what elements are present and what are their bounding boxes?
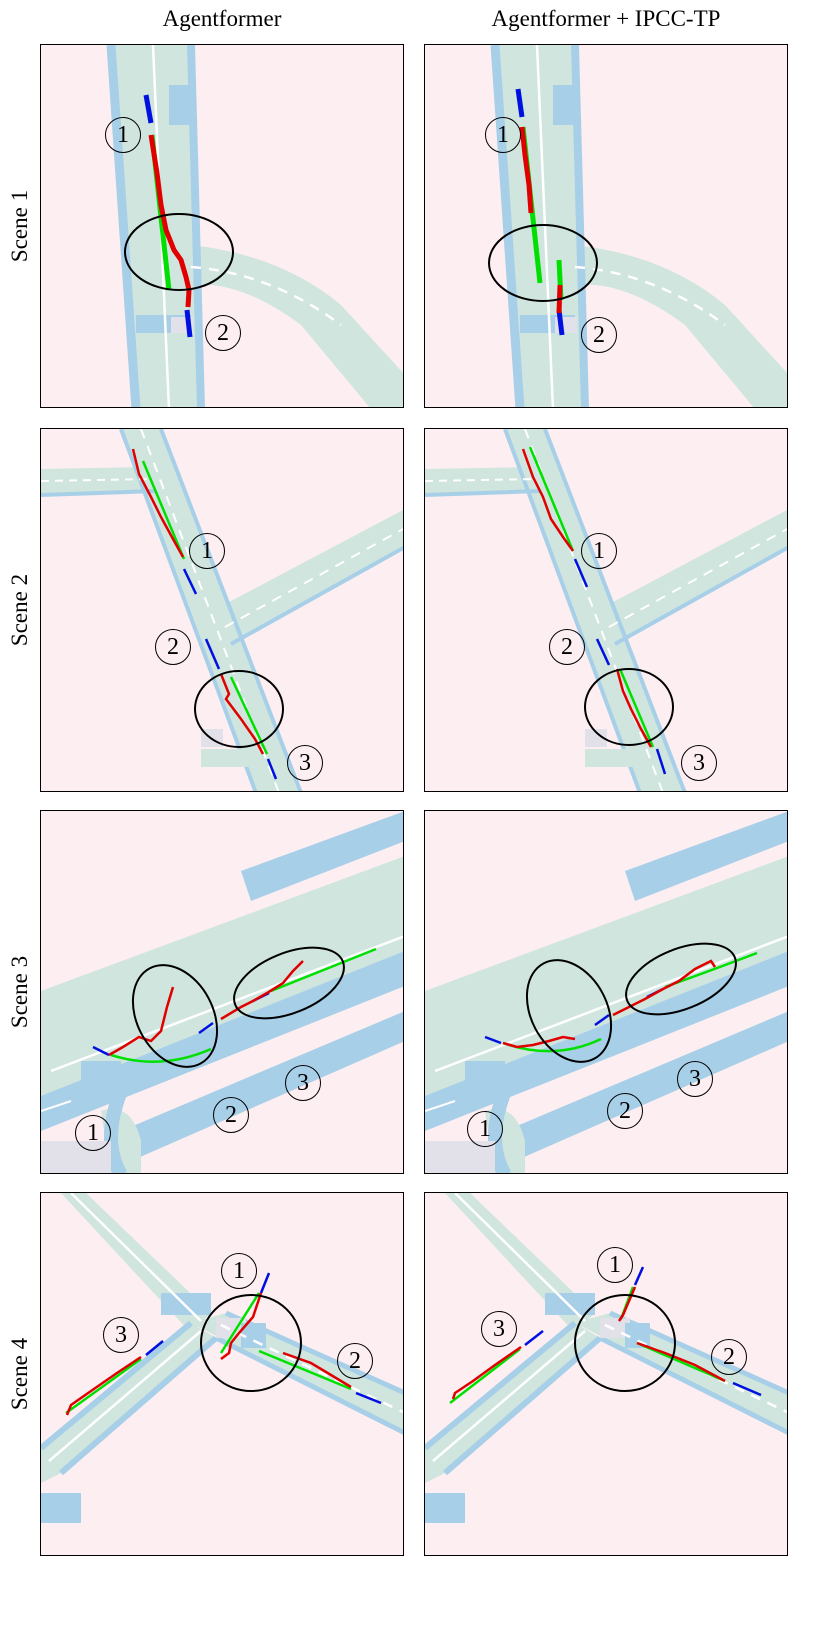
panel-scene-1-agentformer: 1 2 [40, 44, 404, 408]
panel-scene-3-ipcc-tp: 1 2 3 [424, 810, 788, 1174]
scene-2-ipcc-tp-map [425, 429, 787, 791]
road-network [490, 45, 787, 407]
agent-marker-3: 3 [103, 1317, 139, 1353]
agent-marker-2: 2 [549, 629, 585, 665]
trajectory-ground-truth [110, 947, 377, 1063]
trajectory-prediction [502, 959, 717, 1049]
trajectory-ground-truth [65, 1292, 352, 1415]
row-label-scene-4: Scene 4 [7, 1337, 33, 1411]
column-title-agentformer-ipcc-tp: Agentformer + IPCC-TP [491, 6, 721, 31]
agent-marker-3: 3 [681, 745, 717, 781]
highlight-ellipse [574, 1294, 676, 1392]
trajectory-prediction [451, 1286, 726, 1400]
column-title-agentformer: Agentformer [162, 6, 282, 31]
agent-marker-2: 2 [711, 1339, 747, 1375]
agent-marker-2: 2 [337, 1343, 373, 1379]
highlight-ellipse-2 [131, 964, 219, 1068]
agent-marker-2: 2 [205, 315, 241, 351]
trajectory-prediction [65, 1292, 352, 1416]
highlight-ellipse [200, 1294, 302, 1392]
agent-marker-3: 3 [287, 745, 323, 781]
agent-marker-1: 1 [485, 117, 521, 153]
road-network [41, 1193, 403, 1523]
trajectory-history [143, 94, 193, 338]
road-network [425, 1193, 787, 1523]
scene-1-agentformer-map [106, 45, 403, 407]
highlight-ellipse [584, 668, 674, 746]
scene-1-ipcc-tp-map [488, 45, 787, 407]
scene-4-ipcc-tp-map [425, 1193, 787, 1523]
trajectory-ground-truth [528, 446, 655, 748]
panel-scene-2-agentformer: 1 2 3 [40, 428, 404, 792]
panel-scene-1-ipcc-tp: 1 2 [424, 44, 788, 408]
road-network [41, 811, 403, 1173]
agent-marker-1: 1 [75, 1115, 111, 1151]
agent-marker-1: 1 [221, 1253, 257, 1289]
highlight-ellipse-2 [525, 959, 613, 1063]
agent-marker-1: 1 [105, 117, 141, 153]
trajectory-history [524, 1266, 762, 1397]
panel-scene-4-agentformer: 1 2 3 [40, 1192, 404, 1556]
highlight-ellipse [124, 213, 234, 291]
highlight-ellipse [488, 224, 598, 302]
agent-marker-1: 1 [189, 533, 225, 569]
panel-scene-2-ipcc-tp: 1 2 3 [424, 428, 788, 792]
agent-marker-2: 2 [581, 317, 617, 353]
agent-marker-3: 3 [285, 1065, 321, 1101]
trajectory-prediction [521, 448, 653, 748]
trajectory-history [573, 558, 667, 775]
trajectory-history [515, 88, 565, 336]
row-label-scene-1: Scene 1 [7, 189, 33, 263]
road-network [425, 811, 787, 1173]
panel-scene-3-agentformer: 1 2 3 [40, 810, 404, 1174]
scene-3-ipcc-tp-map [425, 811, 787, 1173]
agent-marker-1: 1 [581, 533, 617, 569]
trajectory-prediction [131, 448, 265, 755]
row-label-scene-2: Scene 2 [7, 573, 33, 647]
road-network [425, 429, 787, 791]
agent-marker-1: 1 [597, 1247, 633, 1283]
highlight-ellipse-3 [233, 946, 345, 1020]
highlight-ellipse-3 [625, 942, 737, 1016]
highlight-ellipse [194, 670, 284, 748]
agent-marker-2: 2 [607, 1093, 643, 1129]
agent-marker-2: 2 [213, 1097, 249, 1133]
scene-2-agentformer-map [41, 429, 403, 791]
trajectory-history [182, 568, 278, 780]
road-network [41, 429, 403, 791]
scene-3-agentformer-map [41, 811, 403, 1173]
trajectory-history [145, 1272, 382, 1405]
agent-marker-3: 3 [677, 1061, 713, 1097]
trajectory-prediction [148, 134, 192, 308]
agent-marker-3: 3 [481, 1311, 517, 1347]
road-network [106, 45, 403, 407]
panel-scene-4-ipcc-tp: 1 2 3 [424, 1192, 788, 1556]
row-label-scene-3: Scene 3 [7, 955, 33, 1029]
scene-4-agentformer-map [41, 1193, 403, 1523]
trajectory-prediction [108, 960, 304, 1057]
agent-marker-2: 2 [155, 629, 191, 665]
agent-marker-1: 1 [467, 1111, 503, 1147]
